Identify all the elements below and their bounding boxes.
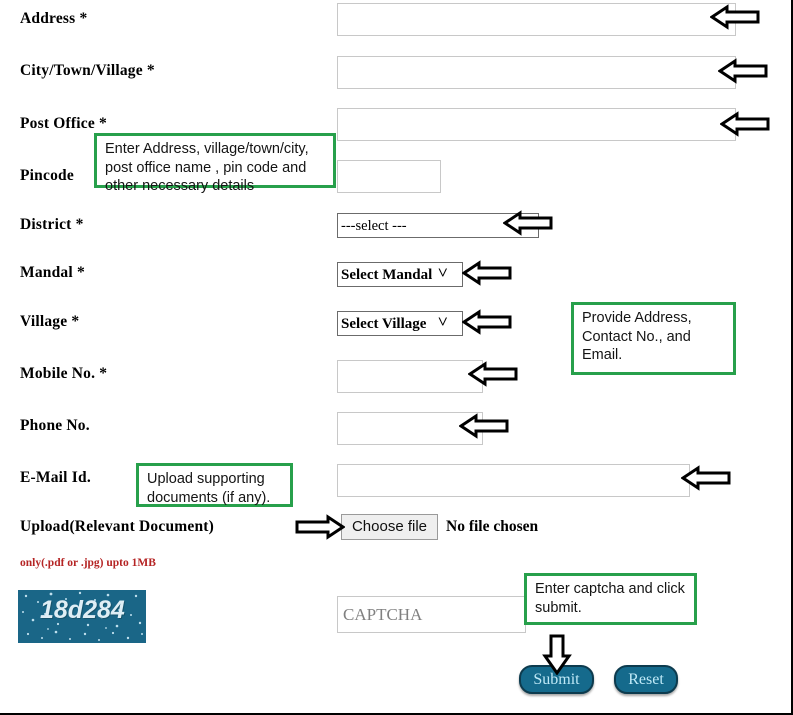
callout-captcha-submit: Enter captcha and click submit. [524, 573, 697, 625]
arrow-left-icon-mandal [462, 260, 512, 286]
callout-address-details: Enter Address, village/town/city, post o… [94, 133, 336, 194]
arrow-right-icon-upload [295, 514, 345, 540]
phone-input[interactable] [337, 412, 483, 445]
arrow-left-icon-district [503, 210, 553, 236]
arrow-left-icon-phone [459, 413, 509, 439]
label-phone: Phone No. [20, 417, 90, 434]
callout-upload-docs: Upload supporting documents (if any). [136, 463, 293, 507]
district-select[interactable]: ---select --- [337, 213, 539, 238]
arrow-left-icon-post-office [720, 111, 770, 137]
label-upload: Upload(Relevant Document) [20, 518, 214, 535]
label-city: City/Town/Village * [20, 62, 155, 79]
address-input[interactable] [337, 3, 736, 36]
city-input[interactable] [337, 56, 736, 89]
mandal-select[interactable]: Select Mandal [337, 262, 463, 287]
callout-contact-details: Provide Address, Contact No., and Email. [571, 302, 736, 375]
village-select[interactable]: Select Village [337, 311, 463, 336]
arrow-left-icon-village [462, 309, 512, 335]
post-office-input[interactable] [337, 108, 736, 141]
arrow-left-icon-email [681, 465, 731, 491]
mobile-input[interactable] [337, 360, 483, 393]
label-address: Address * [20, 10, 88, 27]
label-mobile: Mobile No. * [20, 365, 108, 382]
arrow-left-icon-city [718, 58, 768, 84]
pincode-input[interactable] [337, 160, 441, 193]
label-village: Village * [20, 313, 80, 330]
captcha-noise [22, 591, 143, 641]
captcha-image-text: 18d284 [40, 596, 125, 624]
reset-button[interactable]: Reset [614, 665, 678, 694]
choose-file-button[interactable]: Choose file [341, 514, 438, 540]
label-district: District * [20, 216, 84, 233]
arrow-left-icon-address [710, 4, 760, 30]
upload-restriction-note: only(.pdf or .jpg) upto 1MB [20, 557, 156, 569]
email-input[interactable] [337, 464, 690, 497]
captcha-input[interactable] [337, 596, 526, 633]
label-post-office: Post Office * [20, 115, 107, 132]
label-email: E-Mail Id. [20, 469, 91, 486]
captcha-image: 18d284 [18, 590, 146, 643]
label-mandal: Mandal * [20, 264, 85, 281]
arrow-left-icon-mobile [468, 361, 518, 387]
label-pincode: Pincode [20, 167, 74, 184]
arrow-down-icon-submit [542, 634, 572, 675]
file-status-text: No file chosen [446, 518, 539, 535]
